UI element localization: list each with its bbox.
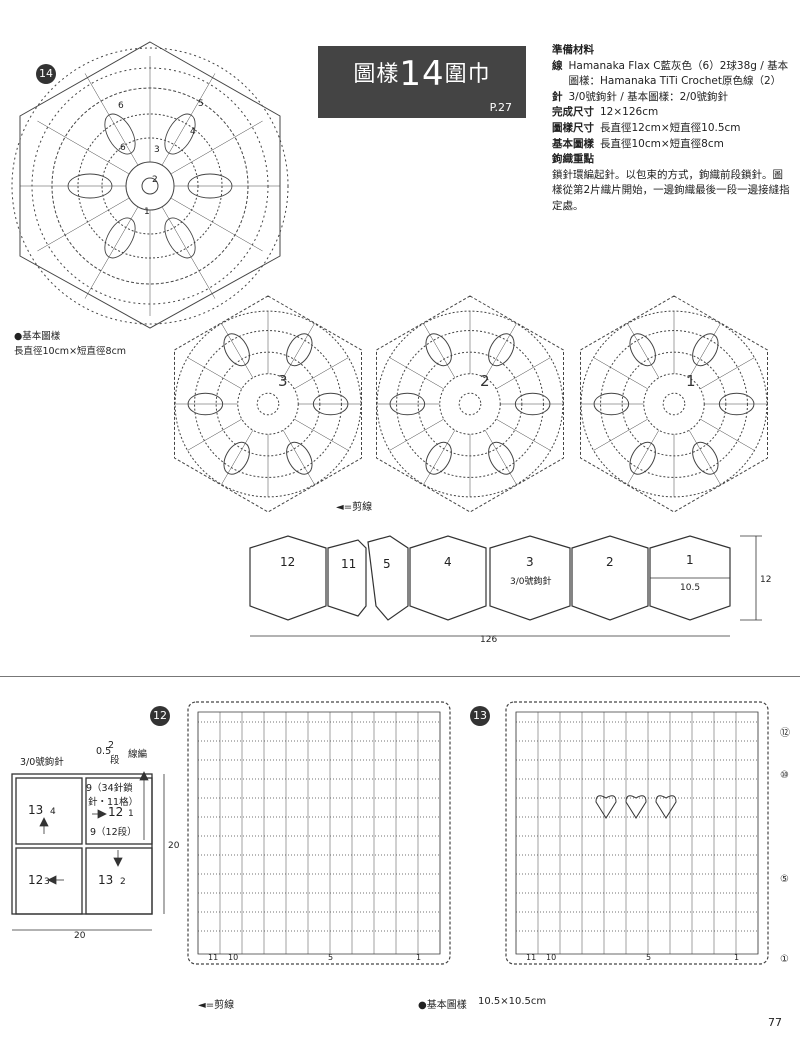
hex-height: 12	[760, 575, 771, 585]
points-text: 鎖針環編起針。以包束的方式，鉤織前段鎖針。圖樣從第2片織片開始，一邊鉤織最後一段…	[552, 168, 790, 212]
pattern-title: 圖樣14圍巾	[318, 54, 526, 94]
cell-12-sub: 3	[44, 877, 50, 887]
grid13-col-1: 1	[734, 953, 739, 962]
row-label-2: 2	[152, 175, 158, 185]
row-label-6b: 6	[120, 143, 126, 153]
page-number: 77	[768, 1016, 782, 1029]
hex-1: 1	[686, 553, 694, 567]
inner-12: 12	[108, 805, 123, 819]
filet-grid-12: 11 10 5 1	[187, 701, 451, 965]
basic-pattern-size: 長直徑10cm×短直徑8cm	[14, 346, 127, 357]
hexagon-layout: 12 11 5 4 3 2 1 3/0號鉤針 10.5 12 126	[249, 535, 771, 645]
row-mark-1: ①	[780, 954, 789, 965]
half-top-num: 2	[108, 740, 115, 751]
cell-13a-sub: 4	[50, 807, 56, 817]
grid13-basic-size: 10.5×10.5cm	[478, 996, 547, 1007]
row-mark-12: ⑫	[780, 727, 790, 739]
row-mark-5: ⑤	[780, 874, 789, 885]
cell-12: 12	[28, 873, 43, 887]
title-suffix: 圍巾	[444, 62, 491, 87]
square-bottom: 20	[74, 931, 86, 940]
motif-number-2: 2	[480, 372, 490, 390]
grid12-col-5: 5	[328, 953, 333, 962]
hex-4: 4	[444, 555, 452, 569]
motif-number-3: 3	[278, 372, 288, 390]
grid12-cut-label: ◄=剪線	[198, 1000, 235, 1011]
hex-2: 2	[606, 555, 614, 569]
diagram-14-badge: 14	[36, 64, 56, 84]
hex-needle-note: 3/0號鉤針	[510, 575, 552, 587]
grid13-col-5: 5	[646, 953, 651, 962]
row-label-4: 4	[190, 127, 196, 137]
grid-13-badge: 13	[470, 706, 490, 726]
section-divider	[0, 676, 800, 677]
grid13-basic-note: ●基本圖樣	[418, 1000, 467, 1011]
inner-1: 1	[128, 809, 134, 819]
hex-12: 12	[280, 555, 295, 569]
hex-11: 11	[341, 557, 356, 571]
basic-size-row: 基本圖樣長直徑10cm×短直徑8cm	[552, 137, 724, 150]
points-heading: 鉤織重點	[552, 153, 594, 166]
title-prefix: 圖樣	[353, 62, 400, 87]
short-diameter: 10.5	[680, 583, 700, 593]
page-reference: P.27	[489, 101, 512, 114]
materials-heading: 準備材料	[552, 44, 594, 56]
half-seg: 段	[110, 755, 120, 766]
filet-grid-13: 11 10 5 1 ⑫ ⑩ ⑤ ①	[505, 701, 790, 965]
crochet-diagram-14: 1 2 3 4 5 6 6	[11, 41, 289, 329]
grid13-col-10: 10	[546, 953, 556, 962]
note-9-c: 9（12段）	[90, 827, 137, 838]
row-label-6a: 6	[118, 101, 124, 111]
half-cm: 0.5	[96, 746, 112, 757]
cell-13a: 13	[28, 803, 43, 817]
hex-3: 3	[526, 555, 534, 569]
cell-13b: 13	[98, 873, 113, 887]
square-side: 20	[168, 841, 180, 851]
grid13-col-11: 11	[526, 953, 536, 962]
note-9-b: 針・11格）	[88, 797, 139, 808]
scarf-length: 126	[480, 635, 497, 645]
title-number: 14	[399, 54, 445, 94]
cell-13b-sub: 2	[120, 877, 126, 887]
grid12-col-10: 10	[228, 953, 238, 962]
grid-12-badge: 12	[150, 706, 170, 726]
row-label-1: 1	[144, 207, 150, 217]
pattern-title-box: 圖樣14圍巾 P.27	[318, 46, 526, 118]
row-mark-10: ⑩	[780, 770, 789, 781]
grid12-col-11: 11	[208, 953, 218, 962]
row-label-3: 3	[154, 145, 160, 155]
grid12-col-1: 1	[416, 953, 421, 962]
square-layout-diagram: 13 4 12 3 13 2 12 1 20 20	[11, 771, 180, 940]
basic-pattern-note: ●基本圖樣	[14, 331, 61, 342]
motif-size-row: 圖樣尺寸長直徑12cm×短直徑10.5cm	[552, 121, 741, 134]
hex-5: 5	[383, 557, 391, 571]
note-9-a: 9（34針鎖	[86, 783, 133, 794]
cut-yarn-label: ◄=剪線	[336, 502, 373, 513]
row-label-5: 5	[198, 99, 204, 109]
chain-note: 線編	[128, 749, 148, 760]
motif-number-1: 1	[686, 372, 696, 390]
square-needle-note: 3/0號鉤針	[20, 757, 64, 768]
motif-row-diagram: 3 2 1	[174, 295, 768, 513]
